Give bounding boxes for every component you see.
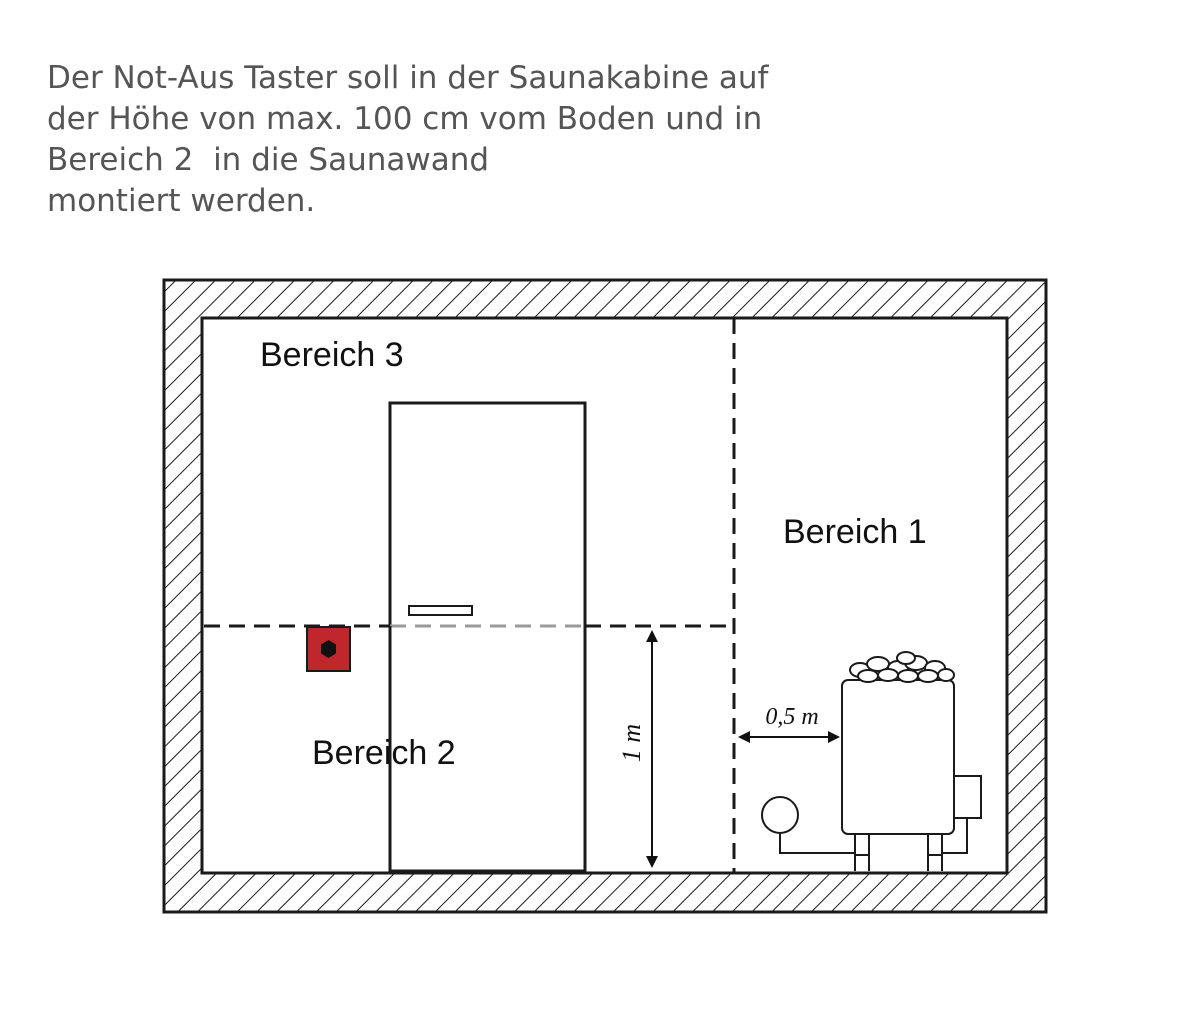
zone-2-label: Bereich 2 [312, 734, 456, 772]
door-handle [408, 605, 473, 616]
zone-1-label: Bereich 1 [783, 513, 927, 551]
heater-control-unit [761, 796, 968, 854]
distance-dimension-label: 0,5 m [765, 704, 818, 730]
caption-line-3: Bereich 2 in die Saunawand [47, 142, 490, 178]
height-dimension-label: 1 m [617, 724, 646, 762]
height-dimension: 1 m [617, 630, 658, 868]
zone-3-label: Bereich 3 [260, 336, 404, 374]
instruction-caption: Der Not-Aus Taster soll in der Saunakabi… [47, 58, 1147, 222]
sauna-heater [841, 651, 982, 871]
caption-line-2: der Höhe von max. 100 cm vom Boden und i… [47, 101, 763, 137]
door [388, 401, 587, 873]
distance-dimension: 0,5 m [738, 704, 840, 743]
caption-line-4: montiert werden. [47, 183, 316, 219]
caption-line-1: Der Not-Aus Taster soll in der Saunakabi… [47, 60, 769, 96]
heater-stones [849, 651, 955, 683]
emergency-stop-button [306, 626, 351, 672]
